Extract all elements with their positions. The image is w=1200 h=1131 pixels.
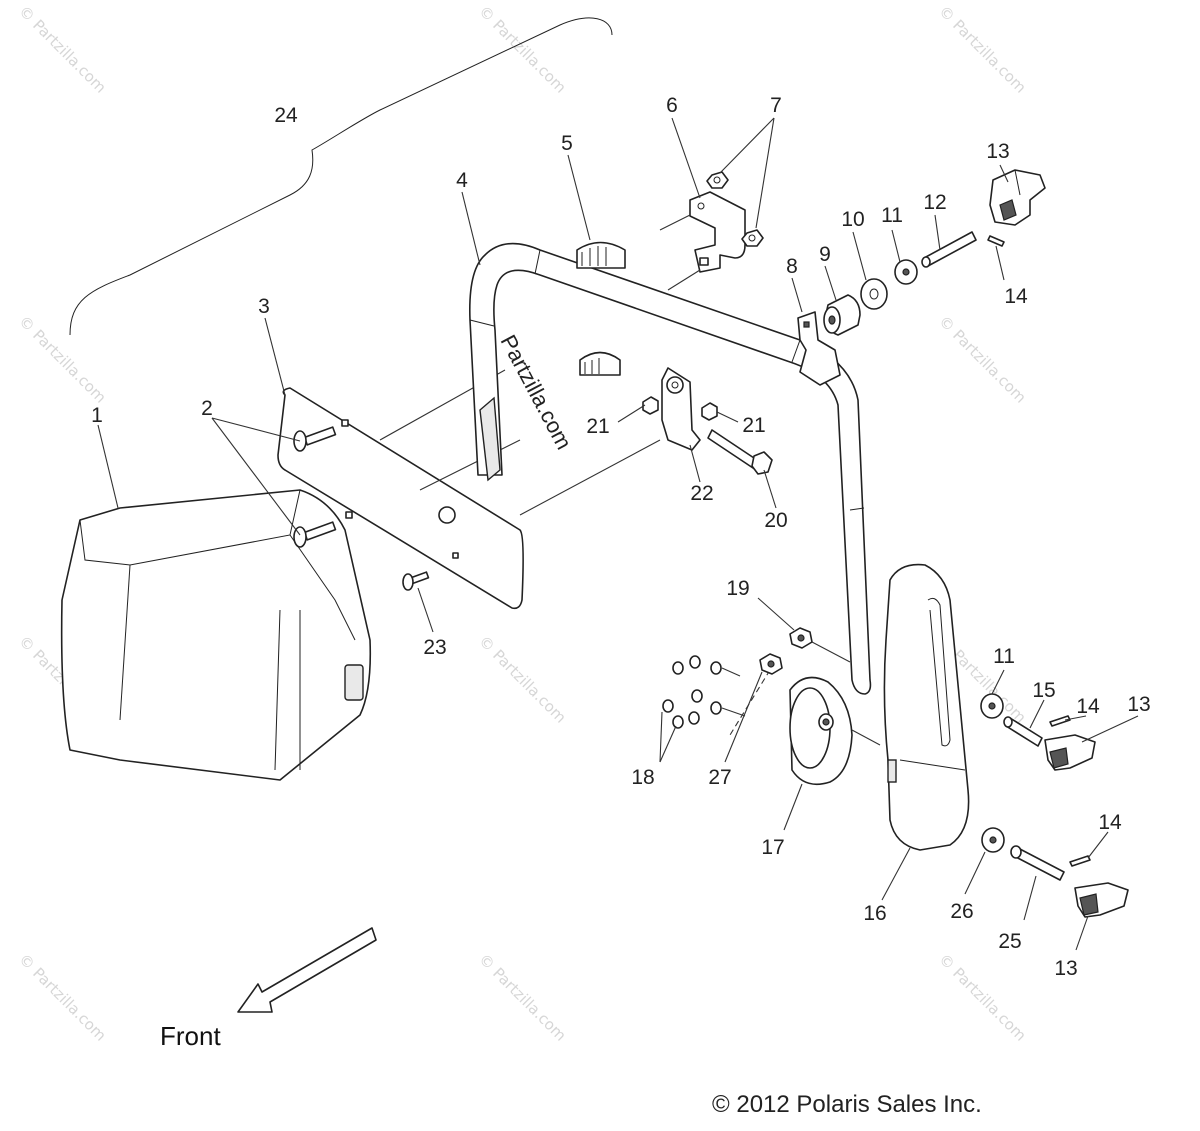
part-tube-frame <box>468 242 872 695</box>
part-roller <box>789 676 881 786</box>
watermark: © Partzilla.com <box>475 2 570 97</box>
callout-14-lower: 14 <box>1098 811 1122 834</box>
watermark: © Partzilla.com <box>15 2 110 97</box>
part-latch-upper <box>989 169 1046 226</box>
part-cotter-pins <box>987 235 1091 867</box>
part-nut-a <box>706 171 729 189</box>
part-pin-25 <box>1010 845 1065 881</box>
callout-9: 9 <box>819 243 831 266</box>
watermark: © Partzilla.com <box>935 950 1030 1045</box>
part-nut-b <box>741 229 764 247</box>
part-cradle-clamp <box>576 241 626 269</box>
callout-16: 16 <box>863 902 886 925</box>
part-spacer <box>823 294 861 336</box>
callout-1: 1 <box>91 404 103 427</box>
part-washer-upper <box>894 259 918 285</box>
callout-21-right: 21 <box>742 414 765 437</box>
callout-13-upper: 13 <box>986 140 1009 163</box>
front-arrow-icon <box>237 927 377 1013</box>
callout-25: 25 <box>998 930 1021 953</box>
part-bracket-upper <box>659 191 746 291</box>
part-side-guard <box>883 563 970 851</box>
callout-15: 15 <box>1032 679 1055 702</box>
callout-11-upper: 11 <box>881 204 903 227</box>
callout-3: 3 <box>258 295 270 318</box>
callout-21-left: 21 <box>586 415 609 438</box>
callout-19: 19 <box>726 577 749 600</box>
part-bolt-20 <box>707 429 773 475</box>
watermark: © Partzilla.com <box>475 950 570 1045</box>
part-shield <box>60 489 372 781</box>
part-plate <box>277 369 661 610</box>
callout-labels: 1 2 3 4 5 6 7 8 9 10 11 12 13 14 24 21 2… <box>91 94 1151 980</box>
watermark: © Partzilla.com <box>475 632 570 727</box>
callout-24: 24 <box>274 104 298 127</box>
callout-27: 27 <box>708 766 731 789</box>
part-latch-middle <box>1044 734 1096 771</box>
part-nut-19 <box>789 627 851 663</box>
leader-lines <box>97 117 1139 951</box>
callout-10: 10 <box>841 208 864 231</box>
callout-20: 20 <box>764 509 787 532</box>
callout-7: 7 <box>770 94 782 117</box>
part-bolt-small <box>402 571 430 591</box>
part-washer-26 <box>981 827 1005 853</box>
part-bracket-22 <box>661 367 701 451</box>
part-bushing <box>860 278 888 310</box>
callout-8: 8 <box>786 255 798 278</box>
copyright-notice: © 2012 Polaris Sales Inc. <box>712 1091 982 1118</box>
part-screws <box>662 655 771 736</box>
part-bracket-8 <box>797 311 841 386</box>
watermark: © Partzilla.com <box>935 312 1030 407</box>
part-latch-lower <box>1074 882 1129 918</box>
callout-26: 26 <box>950 900 973 923</box>
callout-13-lower: 13 <box>1054 957 1077 980</box>
callout-23: 23 <box>423 636 446 659</box>
part-nut-21a <box>642 396 659 415</box>
part-washer-lower <box>980 693 1004 719</box>
part-bolt-lower <box>293 521 337 548</box>
callout-22: 22 <box>690 482 713 505</box>
part-nut-21b <box>701 402 718 421</box>
callout-11-lower: 11 <box>993 645 1015 668</box>
part-nut-27 <box>759 653 783 675</box>
callout-18: 18 <box>631 766 654 789</box>
watermark: © Partzilla.com <box>935 2 1030 97</box>
callout-17: 17 <box>761 836 784 859</box>
part-pin-upper <box>921 231 977 268</box>
callout-14-upper: 14 <box>1004 285 1028 308</box>
front-label: Front <box>160 1021 221 1051</box>
callout-13-middle: 13 <box>1127 693 1150 716</box>
part-pin-lower <box>1003 716 1043 747</box>
watermark: © Partzilla.com <box>15 950 110 1045</box>
watermark: © Partzilla.com <box>15 312 110 407</box>
assembly-brace <box>69 17 613 336</box>
callout-12: 12 <box>923 191 946 214</box>
callout-4: 4 <box>456 169 468 192</box>
callout-5: 5 <box>561 132 573 155</box>
callout-2: 2 <box>201 397 213 420</box>
diagram-watermark: Partzilla.com <box>496 331 577 454</box>
callout-6: 6 <box>666 94 678 117</box>
callout-14-middle: 14 <box>1076 695 1100 718</box>
